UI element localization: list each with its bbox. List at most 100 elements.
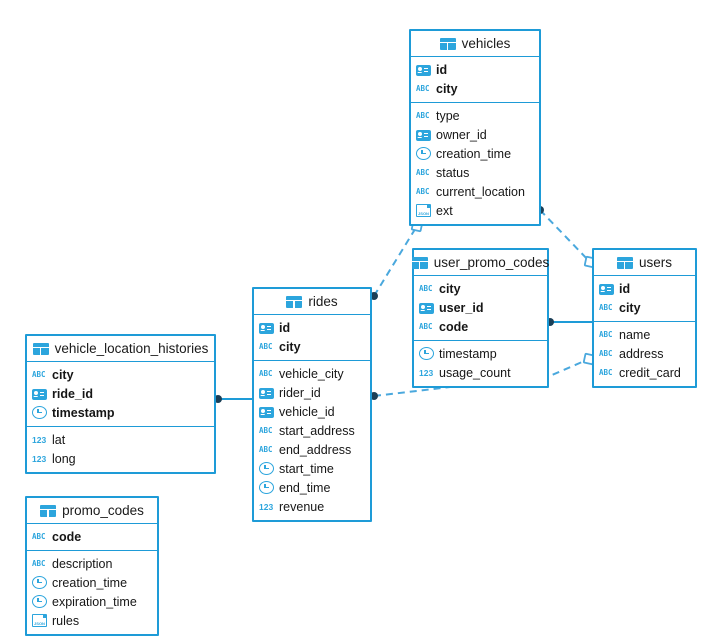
field-name: id: [436, 62, 448, 77]
primary-key-row[interactable]: id: [411, 60, 539, 79]
abc-icon: ABC: [32, 369, 46, 379]
field-row[interactable]: ABC credit_card: [594, 363, 695, 382]
field-row[interactable]: start_time: [254, 459, 370, 478]
field-name: type: [436, 108, 460, 123]
field-name: end_address: [279, 442, 352, 457]
table-title: rides: [308, 294, 338, 309]
field-row[interactable]: ext: [411, 201, 539, 220]
field-row[interactable]: rider_id: [254, 383, 370, 402]
field-row[interactable]: end_time: [254, 478, 370, 497]
field-name: rules: [52, 613, 80, 628]
id-card-icon: [32, 388, 47, 400]
field-row[interactable]: expiration_time: [27, 592, 157, 611]
field-name: city: [439, 281, 461, 296]
relationship-upc-users[interactable]: [546, 318, 592, 326]
field-name: vehicle_id: [279, 404, 335, 419]
num-icon: 123: [259, 501, 274, 512]
field-name: owner_id: [436, 127, 487, 142]
field-name: credit_card: [619, 365, 681, 380]
primary-key-row[interactable]: ride_id: [27, 384, 214, 403]
primary-key-row[interactable]: id: [594, 279, 695, 298]
table-header[interactable]: vehicles: [411, 31, 539, 57]
table-icon: [286, 295, 303, 308]
table-icon: [439, 37, 456, 50]
abc-icon: ABC: [599, 367, 613, 377]
num-icon: 123: [32, 453, 47, 464]
table-title: user_promo_codes: [433, 255, 550, 270]
field-name: timestamp: [439, 346, 497, 361]
num-icon: 123: [32, 434, 47, 445]
relationship-line: [373, 225, 418, 297]
field-name: ext: [436, 203, 453, 218]
table-header[interactable]: promo_codes: [27, 498, 157, 524]
table-title: vehicle_location_histories: [54, 341, 209, 356]
field-name: vehicle_city: [279, 366, 344, 381]
id-card-icon: [259, 322, 274, 334]
field-name: city: [436, 81, 458, 96]
table-icon: [32, 342, 49, 355]
field-name: user_id: [439, 300, 484, 315]
field-row[interactable]: rules: [27, 611, 157, 630]
field-name: expiration_time: [52, 594, 137, 609]
abc-icon: ABC: [599, 348, 613, 358]
field-row[interactable]: creation_time: [27, 573, 157, 592]
clock-icon: [419, 347, 434, 360]
field-row[interactable]: owner_id: [411, 125, 539, 144]
table-header[interactable]: user_promo_codes: [411, 250, 550, 276]
field-name: creation_time: [436, 146, 512, 161]
abc-icon: ABC: [259, 341, 273, 351]
primary-key-row[interactable]: id: [254, 318, 370, 337]
primary-key-row[interactable]: timestamp: [27, 403, 214, 422]
field-row[interactable]: timestamp: [414, 344, 547, 363]
field-row[interactable]: ABC vehicle_city: [254, 364, 370, 383]
field-name: code: [439, 319, 469, 334]
primary-key-row[interactable]: ABC city: [414, 279, 547, 298]
field-row[interactable]: vehicle_id: [254, 402, 370, 421]
field-name: status: [436, 165, 470, 180]
table-header[interactable]: users: [594, 250, 695, 276]
table-title: promo_codes: [62, 503, 144, 518]
field-name: id: [619, 281, 631, 296]
field-row[interactable]: creation_time: [411, 144, 539, 163]
table-header[interactable]: vehicle_location_histories: [27, 336, 214, 362]
abc-icon: ABC: [259, 368, 273, 378]
abc-icon: ABC: [419, 283, 433, 293]
field-name: usage_count: [439, 365, 511, 380]
id-card-icon: [599, 283, 614, 295]
primary-key-row[interactable]: user_id: [414, 298, 547, 317]
field-name: long: [52, 451, 76, 466]
field-row[interactable]: 123 long: [27, 449, 214, 468]
table-header[interactable]: rides: [254, 289, 370, 315]
relationship-vlh-rides[interactable]: [214, 395, 252, 403]
